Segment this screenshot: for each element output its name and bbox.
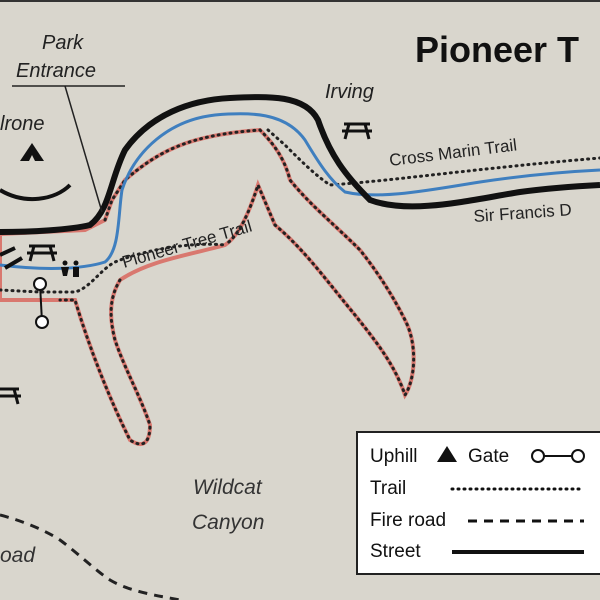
map-title: Pioneer T [415,29,579,70]
side-road-left [0,246,24,270]
park-entrance-road [0,183,72,202]
sir-francis-drake-street [0,94,600,235]
creek-line [0,112,600,270]
gate-icon [531,449,585,463]
sir-francis-drake-label: Sir Francis D [473,200,572,226]
uphill-triangle-icon [437,446,457,462]
legend-uphill-label: Uphill [370,446,418,467]
park-entrance-leader [64,85,103,213]
pioneer-tree-trail-label: Pioneer Tree Trail [120,217,254,272]
legend-trail-label: Trail [370,478,406,499]
park-entrance-label-line2: Entrance [16,60,96,82]
park-entrance-label-line1: Park [42,32,84,54]
picnic-table-icon [342,122,372,140]
pioneer-tree-trail-dots [0,128,416,446]
camp-label: lrone [0,113,44,135]
cross-marin-trail-path [266,128,600,187]
legend-fire-road-label: Fire road [370,510,446,531]
legend-street-label: Street [370,541,421,562]
restroom-icon [61,260,79,277]
road-label-fragment: oad [0,544,36,567]
gate-icon [33,277,49,329]
fire-road-path [0,513,181,600]
irving-label: Irving [325,81,374,103]
legend-gate-label: Gate [468,446,509,467]
legend-box: Uphill Gate Trail Fire road Street [356,431,600,575]
cross-marin-trail-label: Cross Marin Trail [388,135,518,170]
picnic-table-icon [0,387,21,405]
wildcat-canyon-label-line1: Wildcat [193,476,263,499]
campground-tent-icon [20,143,44,161]
wildcat-canyon-label-line2: Canyon [192,511,264,534]
picnic-table-icon [27,244,57,262]
